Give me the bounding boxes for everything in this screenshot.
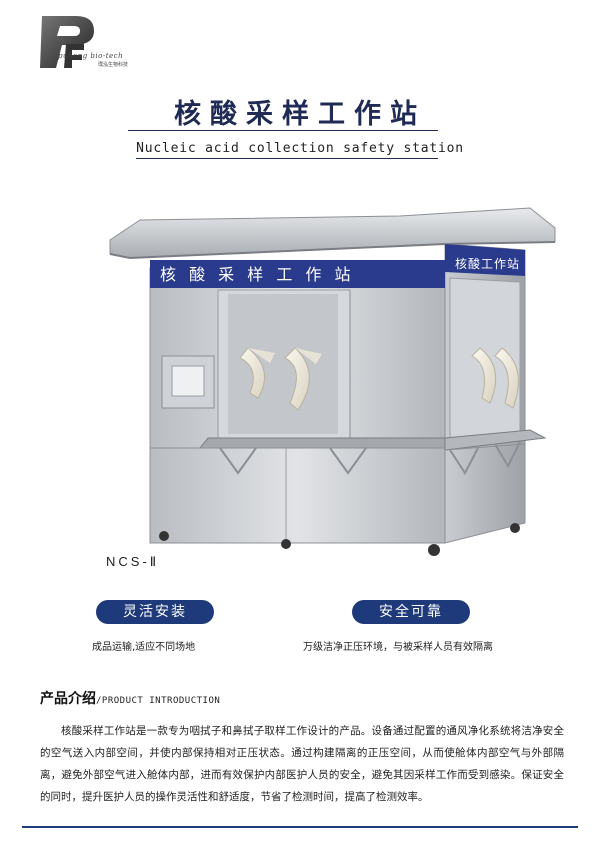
- feature-desc-safe: 万级洁净正压环境，与被采样人员有效隔离: [303, 642, 493, 653]
- feature-badge-flexible: 灵活安装: [96, 600, 214, 624]
- intro-heading: 产品介绍/PRODUCT INTRODUCTION: [40, 688, 220, 708]
- banner-side-text: 核酸工作站: [455, 256, 520, 271]
- front-banner: 核 酸 采 样 工 作 站: [160, 265, 355, 284]
- page-title: 核酸采样工作站: [174, 99, 426, 130]
- station-illustration: 核 酸 采 样 工 作 站 核酸工作站: [109, 207, 556, 556]
- banner-front-text: 核 酸 采 样 工 作 站: [160, 265, 355, 284]
- intro-heading-en: /PRODUCT INTRODUCTION: [96, 696, 221, 706]
- footer-divider: [22, 826, 578, 828]
- pr-monogram-logo: [40, 16, 94, 68]
- feature-badge-safe: 安全可靠: [352, 600, 470, 624]
- brand-name-en: puhong bio-tech: [58, 52, 124, 60]
- page-subtitle: Nucleic acid collection safety station: [136, 141, 464, 156]
- subtitle-divider: [136, 158, 438, 159]
- intro-heading-cn: 产品介绍: [40, 691, 96, 707]
- title-divider: [128, 130, 438, 131]
- model-number: NCS-Ⅱ: [106, 554, 160, 569]
- intro-body: 核酸采样工作站是一款专为咽拭子和鼻拭子取样工作设计的产品。设备通过配置的通风净化…: [40, 725, 564, 803]
- brand-name-cn: 璞泓生物科技: [98, 62, 129, 68]
- feature-desc-flexible: 成品运输,适应不同场地: [92, 642, 196, 653]
